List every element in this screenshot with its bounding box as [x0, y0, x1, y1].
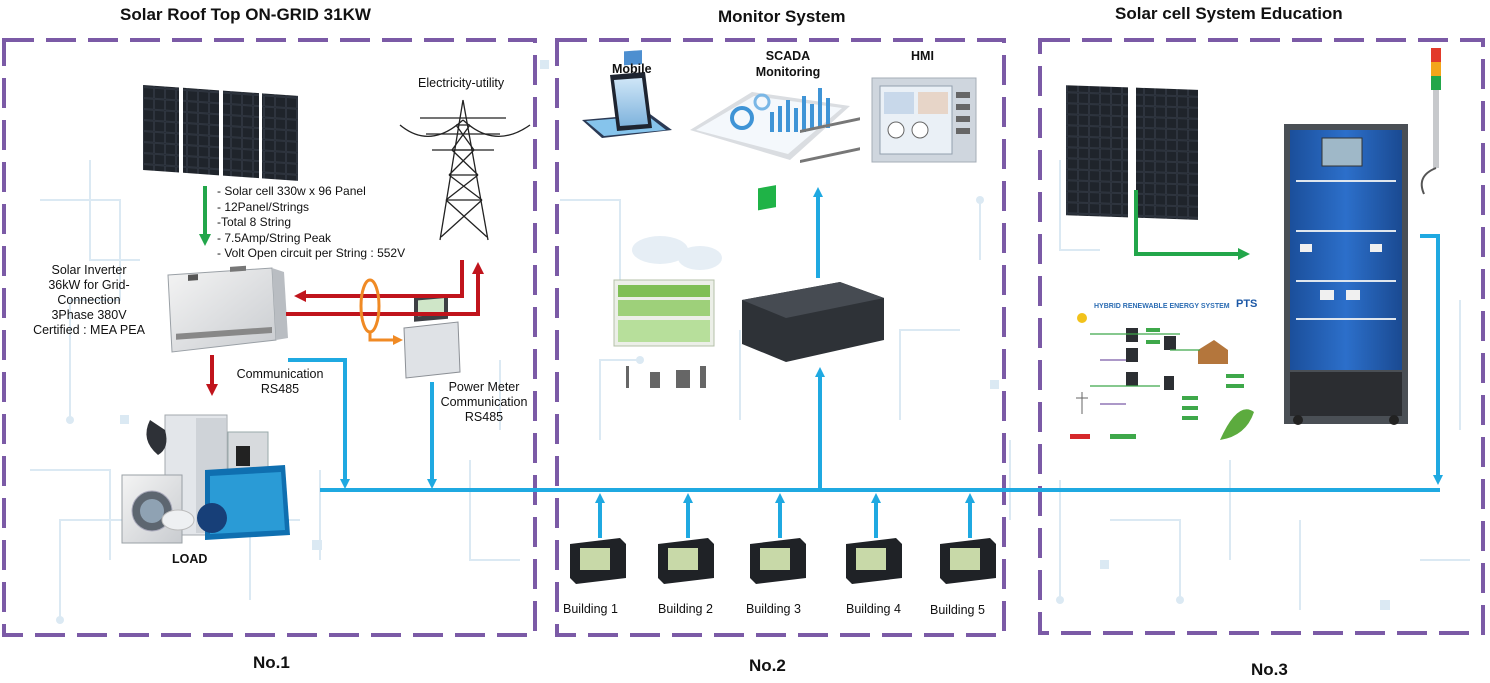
solar-panel-array-3 — [1066, 85, 1198, 220]
scada-label: SCADA Monitoring — [755, 49, 821, 79]
inverter-label: Solar Inverter 36kW for Grid- Connection… — [33, 263, 145, 337]
section-3-title: Solar cell System Education — [1115, 4, 1343, 23]
solar-panel-array-1 — [143, 84, 298, 181]
power-meter-label: Power Meter Communication RS485 — [440, 380, 528, 424]
building-meter-icon — [750, 538, 806, 584]
communication-label: Communication RS485 — [236, 367, 324, 396]
signal-tower-light-icon — [1420, 48, 1441, 195]
circuit-dots — [56, 60, 1390, 624]
communication-bus — [288, 187, 1443, 492]
building-label-4: Building 4 — [846, 602, 901, 616]
spec-line: - 12Panel/Strings — [217, 199, 310, 214]
section-2-title: Monitor System — [718, 7, 846, 26]
hmi-label: HMI — [911, 49, 934, 63]
scada-tablet-icon — [690, 88, 850, 160]
section-1-title: Solar Roof Top ON-GRID 31KW — [120, 5, 371, 24]
plc-controller-icon — [742, 117, 884, 362]
frame-section-2 — [555, 38, 1006, 637]
training-cabinet-icon — [1284, 124, 1408, 425]
solar-flow-section-3 — [1134, 190, 1250, 260]
spec-line: - 7.5Amp/String Peak — [217, 230, 332, 245]
building-links — [595, 493, 975, 538]
building-meters — [570, 538, 996, 584]
hybrid-energy-poster — [1064, 294, 1260, 444]
frame-section-1 — [2, 38, 537, 637]
poster-brand: PTS — [1236, 298, 1258, 310]
frame-section-3 — [1038, 38, 1485, 635]
section-3-number: No.3 — [1251, 660, 1288, 679]
load-label: LOAD — [172, 552, 208, 566]
power-lines — [206, 260, 484, 396]
utility-label: Electricity-utility — [418, 76, 505, 90]
poster-title: HYBRID RENEWABLE ENERGY SYSTEM — [1094, 303, 1230, 310]
iot-gateway-icon — [613, 236, 722, 388]
spec-line: - Solar cell 330w x 96 Panel — [217, 184, 366, 198]
building-meter-icon — [570, 538, 626, 584]
mobile-label: Mobile — [612, 62, 652, 76]
hmi-panel-icon — [871, 77, 977, 163]
solar-inverter-icon — [167, 265, 288, 353]
solar-panel — [223, 90, 259, 179]
link-inverter-bus — [288, 358, 350, 489]
section-2-number: No.2 — [749, 656, 786, 675]
mobile-devices-icon — [582, 50, 672, 138]
power-meter-icon — [403, 294, 461, 379]
building-label-2: Building 2 — [658, 602, 713, 616]
solar-panel — [1066, 85, 1128, 218]
section-1-number: No.1 — [253, 653, 290, 672]
current-transformer-ring — [359, 278, 381, 334]
building-meter-icon — [940, 538, 996, 584]
solar-panel — [1136, 87, 1198, 220]
power-inverter-to-utility — [286, 262, 484, 316]
solar-panel — [143, 84, 179, 173]
spec-line: -Total 8 String — [217, 215, 292, 230]
solar-panel — [183, 87, 219, 176]
spec-line: - Volt Open circuit per String : 552V — [217, 246, 406, 261]
solar-panel — [262, 93, 298, 181]
load-appliances-icon — [121, 414, 290, 544]
section-frames — [2, 38, 1485, 637]
building-meter-icon — [846, 538, 902, 584]
building-label-1: Building 1 — [563, 602, 618, 616]
solar-spec-list: - Solar cell 330w x 96 Panel - 12Panel/S… — [217, 184, 405, 262]
link-ct-to-meter — [368, 332, 403, 345]
link-cabinet-bus — [1420, 234, 1443, 485]
building-label-5: Building 5 — [930, 603, 985, 617]
building-meter-icon — [658, 538, 714, 584]
transmission-tower-icon — [399, 99, 531, 241]
building-label-3: Building 3 — [746, 602, 801, 616]
power-utility-to-inverter — [294, 260, 464, 302]
